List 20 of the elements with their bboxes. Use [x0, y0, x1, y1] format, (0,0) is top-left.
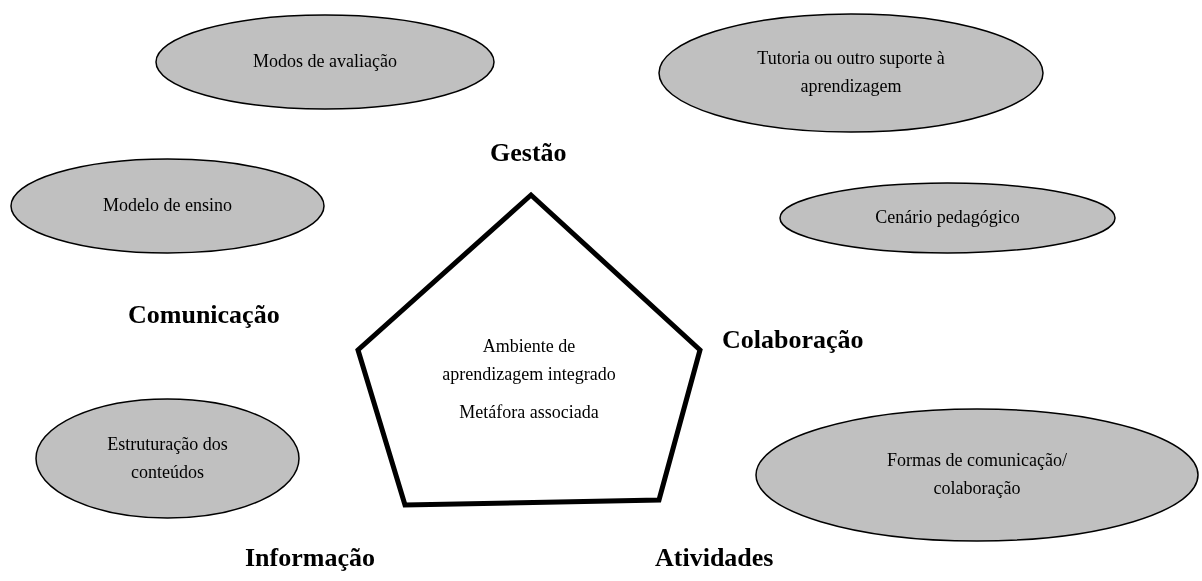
corner-label: Atividades: [655, 543, 774, 573]
pentagon-shape: [356, 193, 702, 507]
node-text: Tutoria ou outro suporte à aprendizagem: [756, 47, 946, 98]
node-text: Formas de comunicação/ colaboração: [886, 449, 1068, 500]
node-text: Modelo de ensino: [103, 194, 232, 218]
corner-label: Colaboração: [722, 325, 864, 355]
node-text: Cenário pedagógico: [875, 206, 1020, 230]
corner-label: Gestão: [490, 138, 567, 168]
corner-label: Comunicação: [128, 300, 280, 330]
oval-node: [658, 13, 1044, 133]
oval-node: [755, 408, 1199, 542]
corner-label: Informação: [245, 543, 375, 573]
oval-node: [155, 14, 495, 110]
node-text: Modos de avaliação: [253, 50, 397, 74]
oval-node: [779, 182, 1116, 254]
node-text: Ambiente de aprendizagem integrado: [441, 335, 617, 387]
oval-node: [10, 158, 325, 254]
oval-node: [35, 398, 300, 519]
node-text: Estruturação dos conteúdos: [106, 432, 229, 484]
node-text: Metáfora associada: [459, 400, 599, 424]
